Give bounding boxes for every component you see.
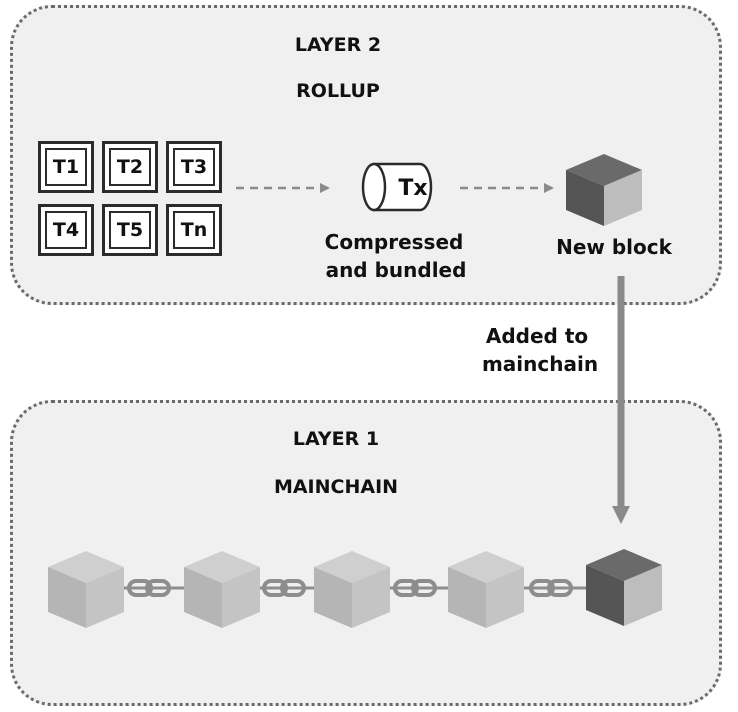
transaction-tile-tn: Tn: [166, 204, 222, 256]
mainchain-block-cube-icon: [448, 551, 524, 628]
layer2-subtitle: ROLLUP: [296, 80, 380, 102]
chain-link-icon: [386, 579, 452, 597]
new-block-cube-icon: [566, 154, 642, 226]
transaction-tile-t5: T5: [102, 204, 158, 256]
tx-cylinder-icon: [361, 162, 433, 212]
mainchain-block-cube-icon: [184, 551, 260, 628]
added-to-mainchain-label-line1: Added to: [485, 324, 589, 348]
tx-label: Tx: [398, 176, 428, 201]
compressed-label-line2: and bundled: [325, 258, 467, 282]
added-to-mainchain-label-line2: mainchain: [481, 352, 599, 376]
new-block-label: New block: [556, 235, 672, 259]
layer2-title: LAYER 2: [294, 34, 382, 56]
transaction-tile-t3: T3: [166, 141, 222, 193]
added-to-mainchain-arrowhead: [612, 506, 630, 524]
mainchain-new-block-cube-icon: [586, 549, 662, 626]
transaction-label: T3: [173, 148, 215, 186]
chain-link-icon: [118, 579, 186, 597]
mainchain-block-cube-icon: [48, 551, 124, 628]
layer1-panel: [10, 400, 722, 706]
chain-link-icon: [256, 579, 318, 597]
transaction-label: T2: [109, 148, 151, 186]
transaction-label: T5: [109, 211, 151, 249]
mainchain-block-cube-icon: [314, 551, 390, 628]
layer1-subtitle: MAINCHAIN: [273, 476, 399, 498]
transaction-label: T1: [45, 148, 87, 186]
transaction-tile-t4: T4: [38, 204, 94, 256]
chain-link-icon: [520, 579, 590, 597]
transaction-label: Tn: [173, 211, 215, 249]
transaction-tile-t2: T2: [102, 141, 158, 193]
compressed-label-line1: Compressed: [324, 230, 464, 254]
transaction-label: T4: [45, 211, 87, 249]
layer1-title: LAYER 1: [292, 428, 380, 450]
transaction-tile-t1: T1: [38, 141, 94, 193]
